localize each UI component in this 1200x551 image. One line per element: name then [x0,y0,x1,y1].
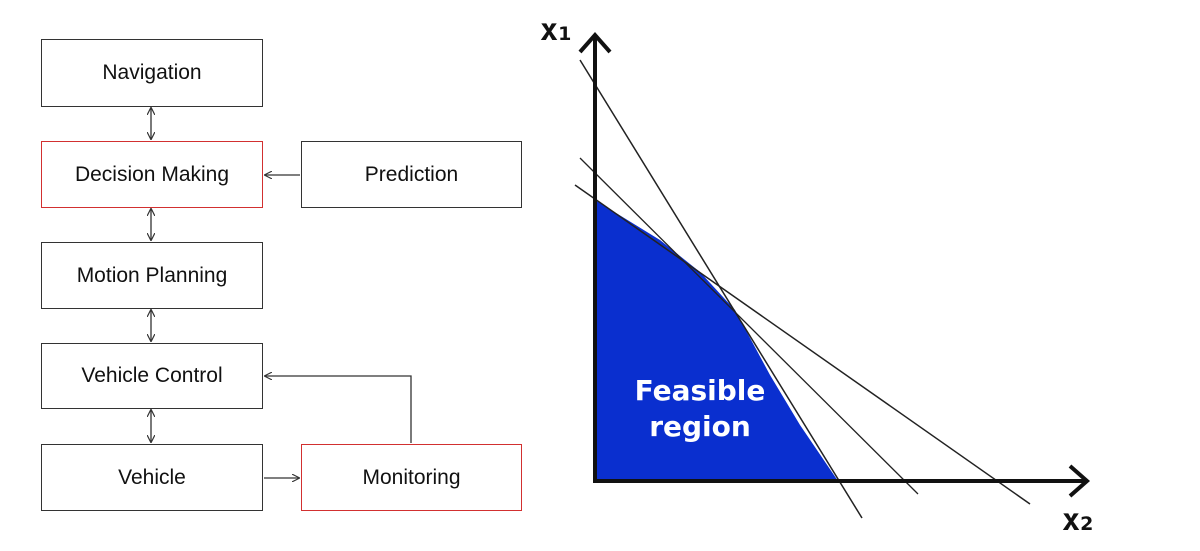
motion-planning-box: Motion Planning [41,242,263,309]
constraint-line-shallow [574,184,1031,505]
vehicle-box: Vehicle [41,444,263,511]
feasible-region [595,200,838,481]
constraint-line-middle [579,157,919,495]
monitoring-box: Monitoring [301,444,522,511]
feasible-region-label-line2: region [649,410,751,443]
x1-axis-label: x1 [540,13,571,48]
prediction-box: Prediction [301,141,522,208]
feasible-region-label-line1: Feasible [635,374,766,407]
x2-axis-label: x2 [1062,503,1093,538]
decision-making-box: Decision Making [41,141,263,208]
constraint-line-steep [579,59,863,519]
x1-axis-arrowhead [578,31,612,54]
x2-axis-arrowhead [1068,464,1091,498]
navigation-box: Navigation [41,39,263,107]
connector-monitoring-control [265,376,412,443]
vehicle-control-box: Vehicle Control [41,343,263,409]
